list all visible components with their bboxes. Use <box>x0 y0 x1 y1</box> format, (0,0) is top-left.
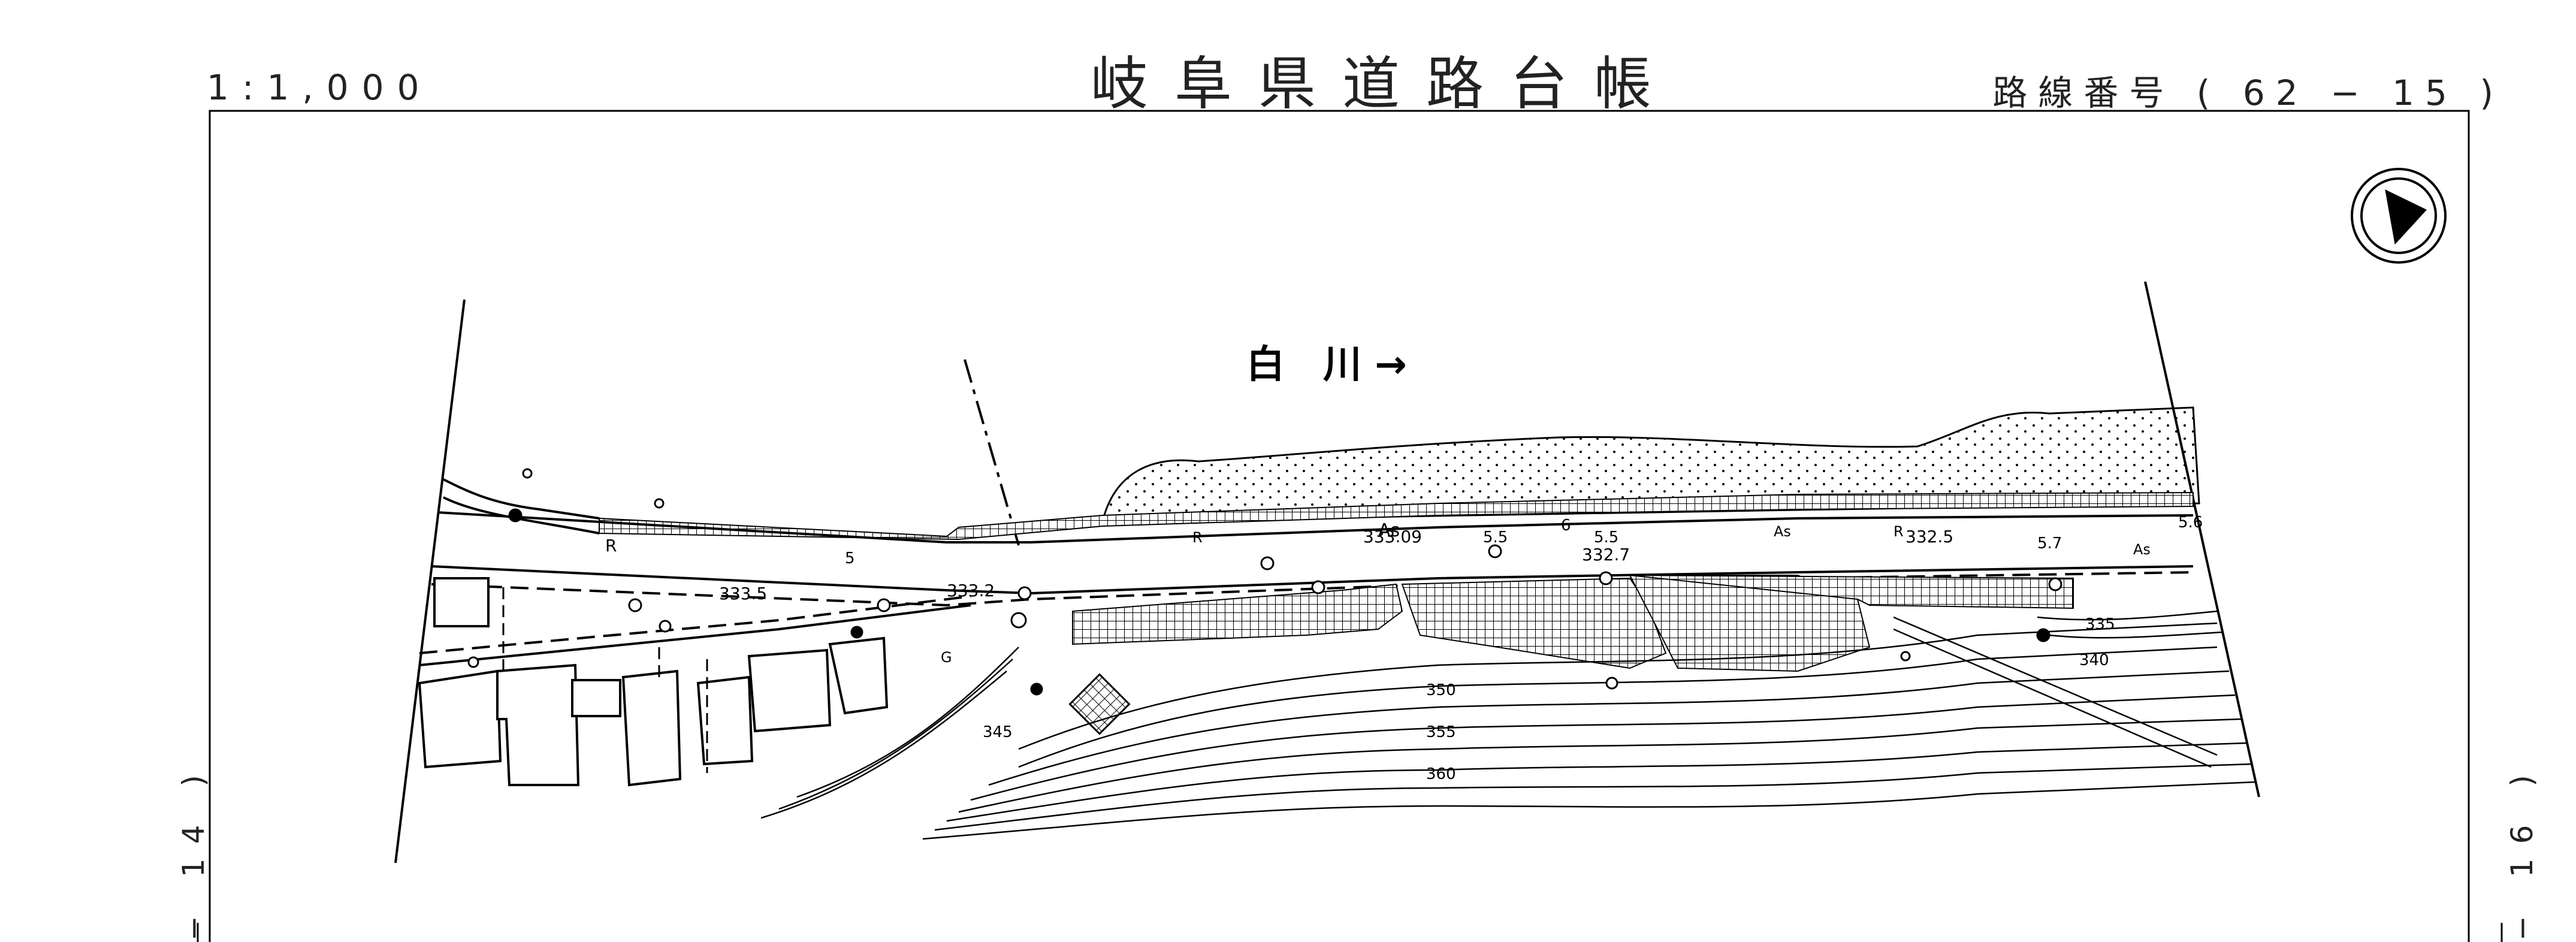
route-number: 路線番号 ( 62 − 15 ) <box>1992 73 2504 113</box>
map-scale: 1:1,000 <box>207 67 433 108</box>
road-width-label: 5 <box>845 550 855 567</box>
surface-label: G <box>941 649 952 666</box>
north-arrow-icon <box>2351 168 2447 264</box>
contour-label: 355 <box>1426 723 1456 741</box>
surface-label: As <box>1774 523 1791 540</box>
sandbar <box>1101 406 2200 523</box>
sheet-title: 岐阜県道路台帳 <box>1091 50 1678 117</box>
elevation-label: 333.09 <box>1363 527 1422 547</box>
elevation-label: 332.7 <box>1582 545 1630 564</box>
contour-label: 350 <box>1426 681 1456 699</box>
match-line-left <box>394 299 466 864</box>
road-width-label: 5.5 <box>1594 529 1618 547</box>
river-label: 白 川 → <box>1246 343 1407 387</box>
revetment-river-side <box>599 491 2194 541</box>
surface-label: R <box>605 536 617 555</box>
contour-label: 335 <box>2085 615 2115 633</box>
road-width-label: 5.5 <box>1483 529 1508 547</box>
retaining-wall-4 <box>1629 575 2074 609</box>
elevation-label: 333.2 <box>947 581 995 600</box>
road-width-label: 5.7 <box>2037 535 2062 552</box>
match-line-right <box>2144 281 2260 798</box>
buildings <box>418 577 889 787</box>
culvert-block <box>1068 673 1131 735</box>
map-frame <box>209 110 2470 942</box>
surface-label: R <box>1894 523 1904 540</box>
contour-label: 340 <box>2079 651 2109 669</box>
surface-label: R <box>1192 529 1203 546</box>
road-width-label: 5.6 <box>2178 514 2203 532</box>
contour-lines <box>760 610 2257 840</box>
road-width-label: 6 <box>1561 517 1571 535</box>
surface-label: As <box>2133 541 2151 558</box>
elevation-label: 332.5 <box>1905 527 1953 547</box>
contour-label: 345 <box>983 723 1013 741</box>
elevation-label: 333.5 <box>719 584 767 603</box>
retaining-wall-1 <box>1072 583 1403 645</box>
map-symbols <box>467 468 2062 696</box>
contour-label: 360 <box>1426 765 1456 783</box>
retaining-wall-3 <box>1629 575 1871 672</box>
retaining-wall-2 <box>1401 577 1667 669</box>
surface-label: As <box>1378 520 1400 541</box>
